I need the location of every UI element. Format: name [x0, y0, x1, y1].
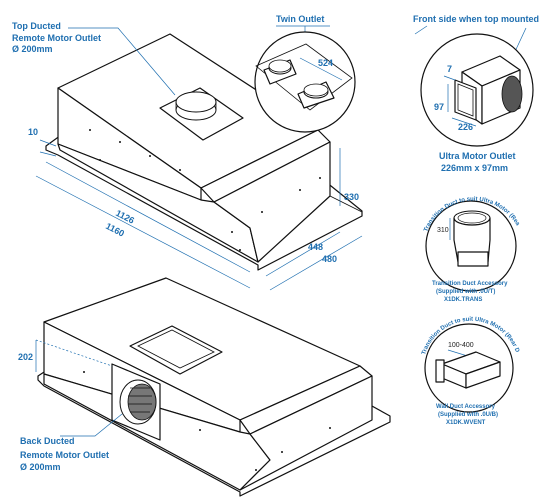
wall-duct-caption1: Wall Duct Accessory: [436, 404, 496, 410]
dim-1160: 1160: [104, 221, 126, 239]
dim-7: 7: [447, 64, 452, 74]
dim-226: 226: [458, 122, 473, 132]
top-ducted-label: Top Ducted Remote Motor Outlet Ø 200mm: [12, 21, 176, 96]
dim-330: 330: [344, 192, 359, 202]
back-ducted-title: Back Ducted: [20, 436, 75, 446]
dim-524: 524: [318, 58, 333, 68]
dim-310: 310: [437, 227, 449, 234]
top-ducted-line3: Ø 200mm: [12, 44, 53, 54]
front-side-title: Front side when top mounted: [413, 14, 539, 24]
dim-10: 10: [28, 127, 38, 137]
transition-caption1: Transition Duct Accessory: [432, 281, 508, 287]
wall-duct-caption2: (Supplied with .0U/B): [438, 412, 498, 418]
twin-outlet-title: Twin Outlet: [276, 14, 324, 24]
back-ducted-line2: Remote Motor Outlet: [20, 450, 109, 460]
back-ducted-line3: Ø 200mm: [20, 462, 61, 472]
dim-97: 97: [434, 102, 444, 112]
dim-480: 480: [322, 254, 337, 264]
transition-caption3: X1DK.TRANS: [444, 297, 482, 303]
back-ducted-hood: [37, 277, 391, 497]
dim-448: 448: [308, 242, 323, 252]
front-side-detail: Front side when top mounted 7 97 226 Ult…: [413, 14, 539, 173]
transition-caption2: (Supplied with .0U/T): [436, 289, 495, 295]
top-ducted-title: Top Ducted: [12, 21, 61, 31]
top-ducted-line2: Remote Motor Outlet: [12, 33, 101, 43]
dim-202: 202: [18, 352, 33, 362]
ultra-motor-size: 226mm x 97mm: [441, 163, 508, 173]
twin-outlet-detail: Twin Outlet 524: [254, 14, 356, 133]
ultra-motor-caption: Ultra Motor Outlet: [439, 151, 516, 161]
back-ducted-label: Back Ducted Remote Motor Outlet Ø 200mm: [20, 413, 123, 472]
back-view-dimension: 202: [18, 339, 113, 372]
top-ducted-hood: [45, 33, 363, 271]
wall-duct-caption3: X1DK.WVENT: [446, 420, 486, 426]
dim-100-400: 100-400: [448, 342, 474, 349]
